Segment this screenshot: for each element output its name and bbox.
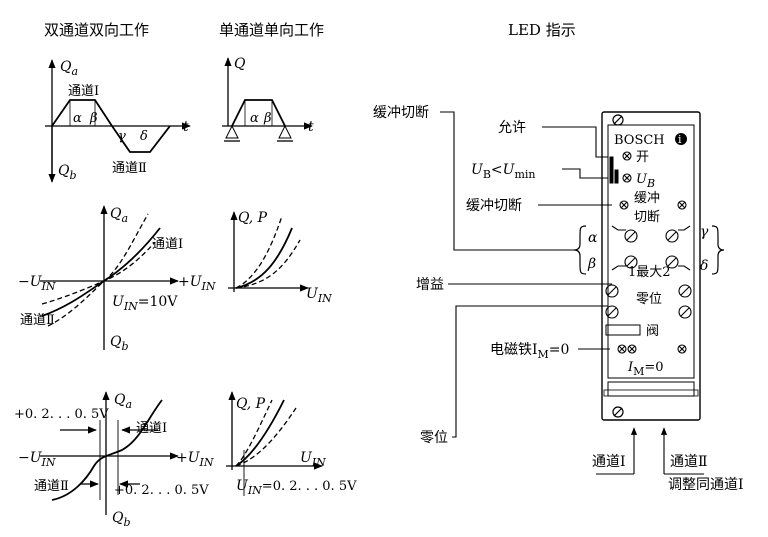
label-alpha: α [73, 111, 82, 126]
plot-single-offset [226, 391, 323, 496]
label-gamma: γ [118, 129, 126, 144]
label-uin-10v: UIN=10V [112, 294, 178, 313]
panel-buffer: 缓冲 [634, 191, 660, 206]
led-icons [617, 151, 687, 354]
bracket-gamma: γ [700, 224, 709, 240]
plot-bidirectional-time [45, 59, 191, 183]
panel-cut: 切断 [634, 210, 660, 225]
potentiometer-icons [605, 225, 692, 319]
label-beta-2: β [263, 111, 272, 126]
callout-gain: 增益 [416, 277, 444, 293]
axis-label-qa-3: Qa [114, 392, 132, 411]
bottom-channel-2: 通道Ⅱ [670, 454, 708, 470]
ub-led-bar [609, 156, 619, 184]
label-delta: δ [140, 129, 148, 144]
bracket-alpha: α [588, 230, 598, 246]
axis-label-qa: Qa [60, 59, 78, 78]
axis-label-t1: t [183, 119, 189, 135]
plot-bidirectional-deadzone [40, 391, 179, 515]
axis-label-qp: Q, P [238, 210, 268, 226]
callout-buffer-cut: 缓冲切断 [373, 105, 429, 121]
header-single-channel: 单通道单向工作 [219, 21, 324, 39]
callout-allow: 允许 [498, 120, 526, 136]
header-led: LED 指示 [508, 21, 576, 39]
bracket-left [573, 225, 587, 275]
bracket-beta: β [587, 256, 596, 272]
axis-label-uin-6: UIN [300, 450, 326, 469]
axis-label-t2: t [308, 119, 314, 135]
callout-buffer-cut-2: 缓冲切断 [466, 198, 522, 214]
bracket-right [711, 225, 725, 275]
amplifier-card [601, 111, 701, 421]
bottom-channel-1: 通道Ⅰ [592, 454, 626, 470]
bracket-delta: δ [700, 258, 708, 274]
axis-label-qb-2: Qb [110, 334, 129, 353]
plot-bidirectional-characteristic [40, 205, 179, 350]
label-offset-range-2: +0. 2. . . 0. 5V [114, 483, 209, 498]
label-uin-range: UIN=0. 2. . . 0. 5V [236, 478, 357, 497]
axis-label-qa-2: Qa [110, 206, 128, 225]
axis-label-uin-4: UIN [306, 286, 332, 305]
screw-icons [612, 114, 624, 418]
bottom-adjust: 调整同通道Ⅰ [668, 477, 744, 493]
label-channel-2-bottom: 通道Ⅱ [112, 161, 147, 176]
axis-label-minus-uin: −UIN [18, 274, 56, 293]
label-channel-1-mid: 通道Ⅰ [152, 237, 183, 252]
label-offset-range-1: +0. 2. . . 0. 5V [14, 407, 109, 422]
svg-text:i: i [678, 133, 682, 146]
panel-im: IM=0 [627, 360, 664, 378]
axis-label-q: Q [234, 56, 246, 72]
label-alpha-2: α [250, 111, 259, 126]
plot-single-characteristic [228, 211, 309, 292]
axis-label-plus-uin-5: +UIN [176, 450, 214, 469]
axis-label-plus-uin: +UIN [178, 274, 216, 293]
axis-label-minus-uin-5: −UIN [18, 450, 56, 469]
panel-open: 开 [636, 150, 649, 165]
header-bidirectional: 双通道双向工作 [44, 21, 149, 39]
callout-lines [440, 111, 704, 475]
info-icon: i [675, 133, 687, 146]
panel-max: 1最大2 [628, 265, 671, 280]
panel-brand: BOSCH [614, 133, 665, 148]
label-channel-2-low: 通道Ⅱ [34, 479, 69, 494]
label-beta: β [89, 111, 98, 126]
panel-zero: 零位 [636, 292, 662, 307]
label-channel-1-low: 通道Ⅰ [136, 421, 167, 436]
screw-icon [612, 406, 624, 418]
screw-icon [612, 114, 624, 126]
axis-label-qb-3: Qb [112, 510, 131, 529]
callout-ub-umin: UB<Umin [471, 162, 535, 181]
label-channel-1-top: 通道Ⅰ [68, 84, 99, 99]
axis-label-qp-6: Q, P [236, 396, 266, 412]
callout-zero: 零位 [420, 430, 448, 446]
label-channel-2-mid: 通道Ⅱ [20, 313, 55, 328]
panel-ub: UB [636, 172, 655, 190]
callout-magnet: 电磁铁IM=0 [490, 342, 569, 361]
panel-valve: 阀 [646, 324, 659, 339]
plot-single-time [222, 57, 313, 142]
axis-label-qb: Qb [58, 163, 77, 182]
